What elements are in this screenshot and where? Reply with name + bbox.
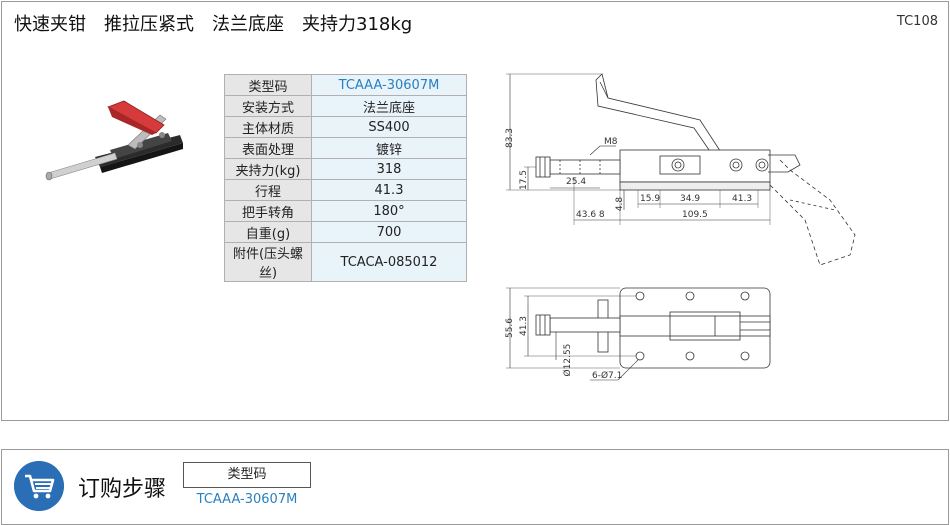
spec-value: 700 bbox=[311, 221, 467, 243]
order-type-value: TCAAA-30607M bbox=[196, 492, 298, 507]
spec-label: 行程 bbox=[224, 179, 312, 201]
dim-label: 55.6 bbox=[505, 318, 515, 338]
dim-label: 41.3 bbox=[519, 316, 529, 336]
spec-value: TCACA-085012 bbox=[311, 242, 467, 282]
spec-value: 41.3 bbox=[311, 179, 467, 201]
dim-label: Ø12.55 bbox=[562, 344, 573, 377]
dim-label: 4.8 bbox=[615, 197, 625, 212]
dim-label: 25.4 bbox=[566, 177, 586, 187]
spec-value: 镀锌 bbox=[311, 137, 467, 159]
page-title: 快速夹钳 推拉压紧式 法兰底座 夹持力318kg bbox=[14, 14, 413, 35]
dim-label: 43.6 8 bbox=[576, 210, 605, 220]
cart-icon bbox=[14, 461, 64, 511]
order-type-label: 类型码 bbox=[183, 462, 311, 488]
spec-label: 自重(g) bbox=[224, 221, 312, 243]
dim-label: M8 bbox=[604, 137, 618, 147]
product-panel bbox=[1, 1, 949, 421]
order-panel bbox=[1, 449, 949, 525]
spec-value: SS400 bbox=[311, 116, 467, 138]
spec-value: 180° bbox=[311, 200, 467, 222]
spec-label: 夹持力(kg) bbox=[224, 158, 312, 180]
table-row: 夹持力(kg)318 bbox=[224, 158, 467, 180]
table-row: 表面处理镀锌 bbox=[224, 137, 467, 159]
spec-label: 把手转角 bbox=[224, 200, 312, 222]
spec-value: 318 bbox=[311, 158, 467, 180]
dim-label: 17.5 bbox=[519, 170, 529, 190]
technical-drawing: 83.3 17.5 M8 25.4 15.9 34.9 41.3 4.8 43.… bbox=[505, 73, 856, 381]
product-photo bbox=[45, 100, 183, 181]
spec-value: TCAAA-30607M bbox=[311, 74, 467, 96]
dim-label: 109.5 bbox=[682, 210, 708, 220]
table-row: 安装方式法兰底座 bbox=[224, 95, 467, 117]
dim-label: 41.3 bbox=[732, 194, 752, 204]
dim-label: 34.9 bbox=[680, 194, 700, 204]
spec-label: 安装方式 bbox=[224, 95, 312, 117]
product-code: TC108 bbox=[896, 14, 938, 29]
spec-label: 主体材质 bbox=[224, 116, 312, 138]
spec-label: 类型码 bbox=[224, 74, 312, 96]
table-row: 附件(压头螺丝)TCACA-085012 bbox=[224, 242, 467, 282]
spec-label: 附件(压头螺丝) bbox=[224, 242, 312, 282]
table-row: 自重(g)700 bbox=[224, 221, 467, 243]
spec-label: 表面处理 bbox=[224, 137, 312, 159]
dim-label: 83.3 bbox=[505, 128, 515, 148]
dim-label: 15.9 bbox=[640, 194, 660, 204]
order-steps-title: 订购步骤 bbox=[78, 477, 167, 502]
spec-value: 法兰底座 bbox=[311, 95, 467, 117]
dim-label: 6-Ø7.1 bbox=[592, 370, 622, 381]
